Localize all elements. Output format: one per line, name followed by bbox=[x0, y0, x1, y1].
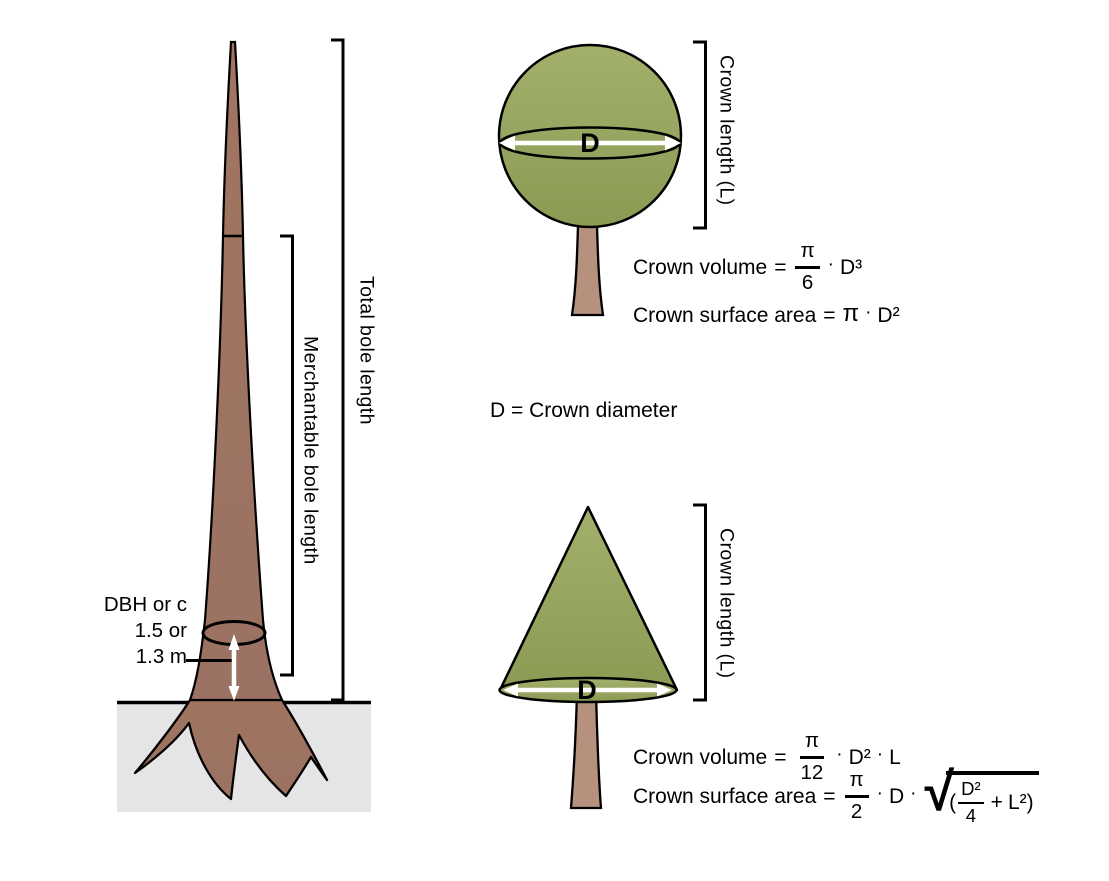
open-paren: ( bbox=[949, 791, 957, 814]
fraction-d2-over-4: D² 4 bbox=[958, 779, 984, 825]
dbh-label: DBH or c bbox=[103, 593, 187, 616]
sphere-crown-length-label: Crown length (L) bbox=[715, 55, 738, 206]
sphere-surface-formula: Crown surface area = π · D² bbox=[633, 300, 900, 330]
sphere-volume-label: Crown volume bbox=[633, 255, 768, 279]
cone-trunk bbox=[569, 690, 603, 810]
cone-crown-figure: D bbox=[498, 503, 707, 810]
sphere-crown-length-bracket bbox=[693, 40, 707, 230]
sphere-volume-term: D³ bbox=[839, 255, 863, 279]
equals-sign: = bbox=[774, 255, 787, 279]
cone-volume-formula: Crown volume = π 12 · D² · L bbox=[633, 728, 901, 786]
equals-sign: = bbox=[823, 784, 836, 808]
equals-sign: = bbox=[774, 745, 787, 769]
dbh-height-line2: 1.3 m bbox=[135, 645, 187, 668]
root-term: L² bbox=[1007, 791, 1027, 814]
cone-diameter-label: D bbox=[577, 675, 597, 705]
bole-tree-figure bbox=[117, 38, 371, 812]
multiplication-dot: · bbox=[910, 782, 917, 804]
fraction-pi-over-6: π 6 bbox=[795, 240, 820, 293]
equals-sign: = bbox=[823, 303, 836, 327]
cone-surface-term1: D bbox=[889, 784, 905, 808]
sphere-diameter-label: D bbox=[580, 128, 600, 158]
total-bole-length-label: Total bole length bbox=[355, 276, 378, 425]
sphere-trunk bbox=[570, 223, 605, 317]
breast-height-arrow bbox=[228, 634, 240, 701]
multiplication-dot: · bbox=[876, 743, 884, 765]
cone-surface-formula: Crown surface area = π 2 · D · √ ( D² 4 … bbox=[633, 762, 1039, 830]
merchantable-bole-length-label: Merchantable bole length bbox=[299, 336, 322, 565]
sphere-surface-term: D² bbox=[877, 303, 900, 327]
multiplication-dot: · bbox=[827, 253, 834, 275]
dbh-height-line1: 1.5 or bbox=[134, 619, 187, 642]
sphere-diameter-arrow bbox=[499, 135, 681, 151]
close-paren: ) bbox=[1026, 791, 1034, 814]
cone-crown-length-bracket bbox=[693, 503, 707, 702]
roots bbox=[133, 698, 329, 801]
multiplication-dot: · bbox=[865, 301, 872, 323]
pi-symbol: π bbox=[842, 300, 860, 327]
total-bole-bracket bbox=[331, 38, 345, 702]
cone-crown-length-label: Crown length (L) bbox=[715, 528, 738, 679]
dbh-annotation: DBH or c 1.5 or 1.3 m bbox=[58, 592, 187, 670]
cone-volume-label: Crown volume bbox=[633, 745, 768, 769]
sphere-crown bbox=[497, 43, 683, 229]
cone-volume-term1: D² bbox=[848, 745, 871, 769]
bole-trunk bbox=[188, 40, 284, 702]
cone-diameter-arrow bbox=[503, 683, 672, 697]
plus-sign: + bbox=[990, 791, 1003, 814]
multiplication-dot: · bbox=[876, 782, 883, 804]
multiplication-dot: · bbox=[836, 743, 843, 765]
merchantable-bole-bracket bbox=[280, 234, 294, 677]
sphere-crown-figure: D bbox=[497, 40, 707, 317]
cone-volume-term2: L bbox=[889, 745, 901, 769]
square-root: √ ( D² 4 + L² ) bbox=[925, 765, 1039, 825]
cone-crown bbox=[498, 505, 679, 692]
cone-surface-label: Crown surface area bbox=[633, 784, 817, 808]
diameter-definition: D = Crown diameter bbox=[490, 399, 678, 422]
fraction-pi-over-2: π 2 bbox=[844, 769, 869, 822]
sphere-volume-formula: Crown volume = π 6 · D³ bbox=[633, 239, 862, 295]
sphere-surface-label: Crown surface area bbox=[633, 303, 817, 327]
fraction-pi-over-12: π 12 bbox=[799, 729, 824, 784]
